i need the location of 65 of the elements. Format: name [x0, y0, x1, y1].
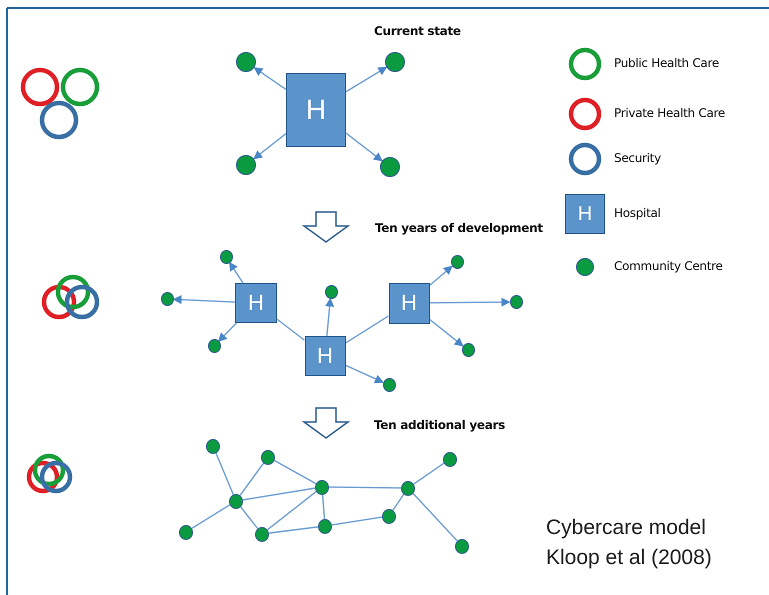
- hospital-box: H: [388, 282, 430, 324]
- community-centre-dot: [255, 526, 269, 542]
- connector-line: [345, 315, 389, 344]
- community-centre-dot: [380, 157, 400, 177]
- community-centre-dot: [324, 285, 338, 299]
- arrow: [429, 266, 453, 286]
- community-centre-dot: [450, 255, 464, 269]
- community-centre-dot: [318, 518, 332, 534]
- legend-label: Public Health Care: [614, 56, 719, 70]
- community-centre-dot: [261, 450, 275, 464]
- hospital-box: H: [304, 336, 346, 376]
- community-centre-dot: [220, 250, 232, 264]
- community-centre-dot: [208, 339, 220, 353]
- community-centre-dot: [455, 538, 469, 554]
- connector-line: [267, 490, 317, 530]
- community-centre-dot: [236, 52, 256, 72]
- community-centre-dot: [385, 52, 405, 72]
- community-centre-dot: [206, 438, 220, 454]
- connector-line: [412, 492, 458, 542]
- community-centre-dot: [401, 480, 415, 496]
- connector-line: [242, 487, 316, 501]
- connector-line: [274, 460, 316, 484]
- community-centre-dot: [382, 378, 396, 392]
- community-centre-dot: [315, 480, 329, 494]
- community-centre-dot: [160, 292, 174, 306]
- stage-label: Ten additional years: [374, 418, 505, 432]
- connector-line: [329, 486, 401, 489]
- hospital-box: H: [286, 73, 346, 147]
- community-centre-dot: [179, 524, 193, 540]
- legend-label: Hospital: [614, 206, 661, 220]
- arrow: [325, 298, 334, 336]
- connector-line: [413, 462, 445, 485]
- stage-label: Ten years of development: [375, 221, 543, 235]
- arrow: [345, 364, 384, 384]
- connector-line: [332, 516, 382, 526]
- legend-label: Security: [614, 151, 661, 165]
- arrow: [218, 322, 237, 342]
- diagram-title: Current state: [374, 24, 461, 38]
- community-centre-dot: [382, 508, 396, 524]
- arrow: [346, 66, 388, 92]
- hospital-swatch: H: [565, 194, 605, 234]
- community-centre-dot: [236, 155, 256, 175]
- community-centre-dot: [462, 343, 474, 357]
- connector-line: [215, 452, 234, 495]
- community-centre-dot: [229, 494, 243, 508]
- legend-label: Private Health Care: [614, 106, 725, 120]
- arrow: [228, 262, 244, 284]
- connector-line: [392, 493, 405, 511]
- arrow: [429, 318, 464, 346]
- community-centre-dot: [510, 295, 522, 309]
- hospital-box: H: [235, 283, 277, 323]
- connector-line: [240, 462, 264, 496]
- connector-line: [192, 504, 230, 529]
- legend-label: Community Centre: [614, 259, 723, 273]
- connector-line: [268, 526, 318, 534]
- connector-line: [276, 318, 305, 341]
- connector-line: [322, 494, 326, 520]
- arrow: [430, 298, 510, 307]
- arrow: [346, 132, 383, 162]
- community-centre-dot: [443, 452, 457, 466]
- arrow: [172, 295, 236, 304]
- caption: Cybercare model Kloop et al (2008): [546, 515, 713, 571]
- arrow: [253, 133, 286, 160]
- connector-line: [240, 506, 258, 529]
- arrow: [254, 67, 286, 90]
